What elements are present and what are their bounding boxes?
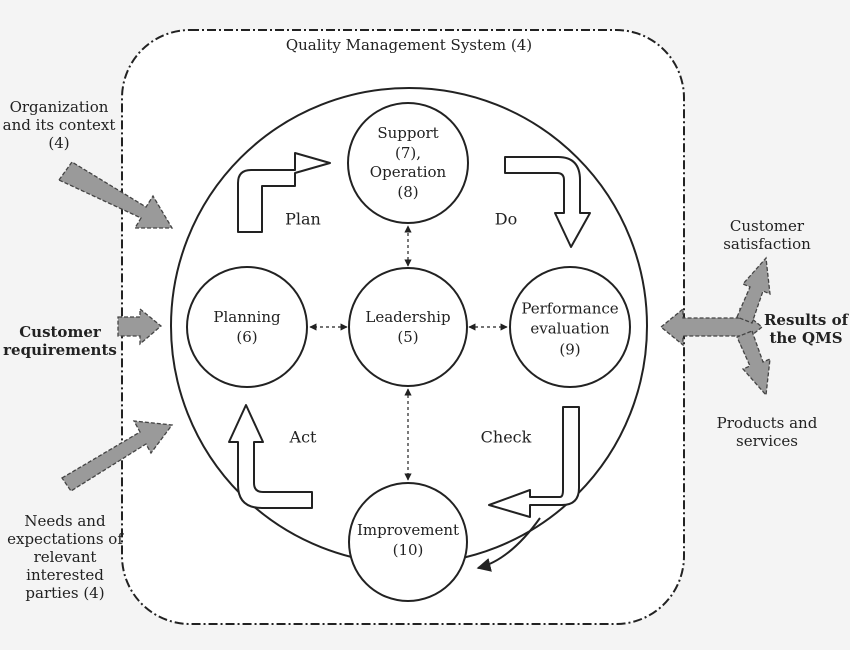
- improvement-line-2: (10): [392, 541, 424, 559]
- results-line-2: the QMS: [769, 329, 843, 347]
- results-line-1: Results of: [763, 311, 849, 329]
- planning-label: Planning (6): [213, 307, 280, 348]
- products-services-label: Products and services: [717, 414, 818, 450]
- support-line-2: (7),: [394, 143, 421, 162]
- plan-arrow: [237, 152, 331, 233]
- planning-line-2: (6): [236, 328, 258, 346]
- customer-requirements-line-2: requirements: [3, 341, 117, 359]
- do-label: Do: [494, 209, 518, 229]
- plan-label: Plan: [285, 209, 321, 229]
- needs-line-3: relevant: [33, 548, 97, 566]
- performance-line-3: (9): [559, 340, 581, 359]
- support-line-1: Support: [377, 124, 439, 142]
- organization-input-arrow: [58, 161, 174, 229]
- leadership-line-2: (5): [397, 328, 419, 346]
- support-label: Support (7), Operation (8): [370, 124, 446, 202]
- results-label: Results of the QMS: [764, 311, 848, 347]
- do-arrow: [504, 156, 591, 248]
- needs-line-5: parties (4): [25, 584, 105, 602]
- performance-node: [509, 266, 631, 388]
- customer-satisfaction-label: Customer satisfaction: [723, 217, 811, 253]
- check-label: Check: [480, 427, 532, 447]
- customer-requirements-label: Customer requirements: [3, 323, 117, 359]
- performance-line-1: Performance: [521, 299, 619, 318]
- organization-line-3: (4): [48, 134, 70, 152]
- act-label: Act: [289, 427, 317, 447]
- organization-context-label: Organization and its context (4): [3, 98, 116, 152]
- satisfaction-line-1: Customer: [729, 217, 805, 235]
- leadership-label: Leadership (5): [365, 307, 450, 348]
- customer-requirements-line-1: Customer: [19, 323, 101, 341]
- planning-node: [186, 266, 308, 388]
- support-line-3: Operation: [369, 163, 447, 181]
- needs-line-4: interested: [26, 566, 104, 584]
- qms-title: Quality Management System (4): [285, 36, 533, 54]
- organization-line-2: and its context: [2, 116, 116, 134]
- needs-line-2: expectations of: [7, 530, 123, 548]
- support-line-4: (8): [397, 182, 419, 201]
- satisfaction-line-2: satisfaction: [723, 235, 811, 253]
- leadership-line-1: Leadership: [365, 307, 451, 326]
- performance-label: Performance evaluation (9): [521, 299, 618, 360]
- act-arrow: [228, 404, 313, 509]
- improvement-node: [348, 482, 468, 602]
- support-node: [347, 102, 469, 224]
- needs-line-1: Needs and: [24, 512, 106, 530]
- needs-input-arrow: [61, 420, 174, 492]
- needs-expectations-label: Needs and expectations of relevant inter…: [7, 512, 123, 602]
- performance-line-2: evaluation: [530, 319, 610, 338]
- products-line-2: services: [735, 432, 798, 450]
- planning-line-1: Planning: [213, 307, 281, 326]
- satisfaction-output-arrow: [736, 256, 771, 324]
- customer-requirements-input-arrow: [117, 307, 163, 346]
- products-output-arrow: [736, 330, 771, 397]
- check-arrow: [488, 406, 580, 518]
- improvement-label: Improvement (10): [357, 520, 459, 561]
- improvement-line-1: Improvement: [356, 520, 460, 539]
- organization-line-1: Organization: [9, 98, 109, 116]
- products-line-1: Products and: [716, 414, 818, 432]
- leadership-node: [348, 267, 468, 387]
- results-double-arrow: [659, 307, 764, 347]
